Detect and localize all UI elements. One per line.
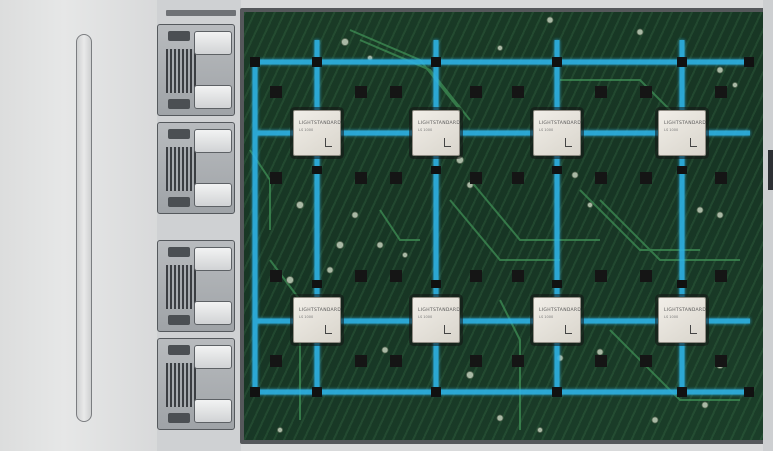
chip-model: LS 1000 xyxy=(418,315,433,319)
chip-brand: LIGHTSTANDARD xyxy=(418,308,461,313)
connector-latch[interactable] xyxy=(194,301,232,325)
small-components xyxy=(270,86,727,367)
chip-model: LS 1000 xyxy=(418,128,433,132)
chip-logo-icon xyxy=(444,138,451,147)
chip[interactable]: LIGHTSTANDARD LS 1000 xyxy=(533,297,581,343)
connector-notch xyxy=(168,129,190,139)
connector-notch xyxy=(168,99,190,109)
chip-model: LS 1000 xyxy=(664,315,679,319)
chip-model: LS 1000 xyxy=(299,315,314,319)
connector-bay-rail xyxy=(166,10,236,16)
chip[interactable]: LIGHTSTANDARD LS 1000 xyxy=(658,110,706,156)
copper-traces xyxy=(249,29,740,430)
chip-logo-icon xyxy=(325,325,332,334)
chip-brand: LIGHTSTANDARD xyxy=(539,121,582,126)
connector-latch[interactable] xyxy=(194,85,232,109)
chip-logo-icon xyxy=(565,325,572,334)
connector-icon[interactable] xyxy=(157,240,235,332)
connector-icon[interactable] xyxy=(157,122,235,214)
chip-model: LS 1000 xyxy=(664,128,679,132)
connector-notch xyxy=(168,247,190,257)
connector-notch xyxy=(168,197,190,207)
chip-logo-icon xyxy=(565,138,572,147)
chip-logo-icon xyxy=(325,138,332,147)
connector-latch[interactable] xyxy=(194,247,232,271)
connector-grill xyxy=(166,363,196,407)
chip[interactable]: LIGHTSTANDARD LS 1000 xyxy=(293,110,341,156)
chip-brand: LIGHTSTANDARD xyxy=(664,308,707,313)
chip-model: LS 1000 xyxy=(539,315,554,319)
chip[interactable]: LIGHTSTANDARD LS 1000 xyxy=(533,110,581,156)
chassis-latch[interactable] xyxy=(768,150,773,190)
chip-brand: LIGHTSTANDARD xyxy=(539,308,582,313)
handle-icon[interactable] xyxy=(76,34,92,422)
chip-logo-icon xyxy=(690,138,697,147)
connector-notch xyxy=(168,31,190,41)
chip-model: LS 1000 xyxy=(299,128,314,132)
chip-logo-icon xyxy=(690,325,697,334)
connector-notch xyxy=(168,315,190,325)
connector-latch[interactable] xyxy=(194,183,232,207)
chip[interactable]: LIGHTSTANDARD LS 1000 xyxy=(293,297,341,343)
chip[interactable]: LIGHTSTANDARD LS 1000 xyxy=(658,297,706,343)
connector-notch xyxy=(168,345,190,355)
chip-brand: LIGHTSTANDARD xyxy=(299,121,342,126)
connector-latch[interactable] xyxy=(194,31,232,55)
connector-grill xyxy=(166,265,196,309)
connector-icon[interactable] xyxy=(157,338,235,430)
connector-grill xyxy=(166,147,196,191)
chip-brand: LIGHTSTANDARD xyxy=(418,121,461,126)
chip[interactable]: LIGHTSTANDARD LS 1000 xyxy=(412,110,460,156)
connector-grill xyxy=(166,49,196,93)
connector-icon[interactable] xyxy=(157,24,235,116)
connector-latch[interactable] xyxy=(194,345,232,369)
chip-brand: LIGHTSTANDARD xyxy=(664,121,707,126)
connector-notch xyxy=(168,413,190,423)
connector-latch[interactable] xyxy=(194,129,232,153)
chassis-right-edge xyxy=(763,0,773,451)
link-junctions xyxy=(250,57,754,397)
chip[interactable]: LIGHTSTANDARD LS 1000 xyxy=(412,297,460,343)
chip-brand: LIGHTSTANDARD xyxy=(299,308,342,313)
chip-model: LS 1000 xyxy=(539,128,554,132)
chip-logo-icon xyxy=(444,325,451,334)
connector-latch[interactable] xyxy=(194,399,232,423)
circuit-board xyxy=(244,12,763,440)
